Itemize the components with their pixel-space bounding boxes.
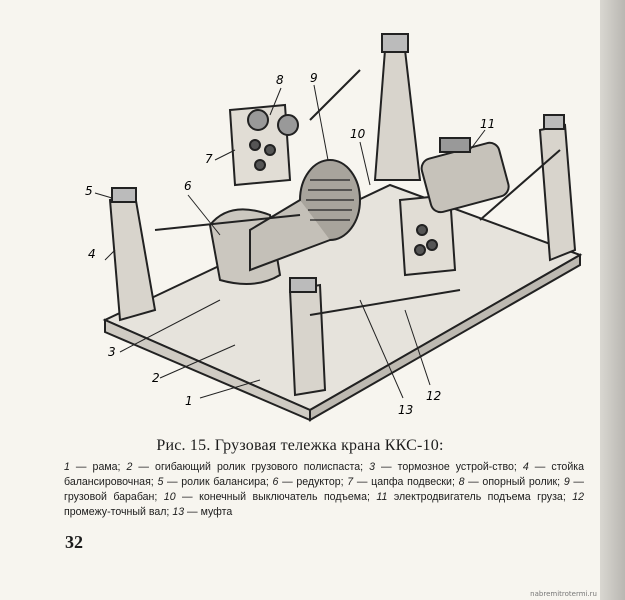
legend-item-text: — конечный выключатель подъема;: [175, 491, 377, 503]
legend-item: 4 — стойка балансировочная;: [64, 461, 584, 488]
legend-item: 5 — ролик балансира;: [157, 476, 272, 488]
legend-item-number: 2: [126, 461, 133, 473]
watermark: nabremitrotermi.ru: [530, 590, 597, 598]
callout-5: 5: [85, 184, 93, 198]
legend-item-number: 4: [522, 461, 529, 473]
callout-1: 1: [185, 394, 193, 408]
legend-item: 1 — рама;: [64, 461, 127, 473]
figure-caption-title: Рис. 15. Грузовая тележка крана ККС-10:: [156, 437, 444, 454]
legend-item-number: 3: [369, 461, 376, 473]
legend-item-text: — цапфа подвески;: [353, 476, 459, 488]
legend-item: 9 — грузовой барабан;: [64, 476, 584, 503]
legend-item-number: 13: [172, 506, 185, 518]
legend-item: 13 — муфта: [172, 506, 232, 518]
legend-item-number: 10: [163, 491, 176, 503]
legend-item: 11 электродвигатель подъема груза;: [376, 491, 572, 503]
legend-item-text: — муфта: [184, 506, 233, 518]
callout-12: 12: [426, 389, 441, 403]
legend-item: 10 — конечный выключатель подъема;: [164, 491, 377, 503]
page-edge: [600, 0, 625, 600]
legend-item: 6 — редуктор;: [273, 476, 348, 488]
legend-item-text: — грузовой барабан;: [64, 476, 584, 503]
legend-item: 7 — цапфа подвески;: [347, 476, 458, 488]
legend-item-text: — опорный ролик;: [464, 476, 564, 488]
callout-9: 9: [310, 71, 318, 85]
legend-item-text: — ролик балансира;: [163, 476, 273, 488]
legend-item-number: 5: [157, 476, 164, 488]
legend-item-text: — рама;: [69, 461, 127, 473]
legend-item-text: — тормозное устрой-ство;: [375, 461, 523, 473]
legend-item: 3 — тормозное устрой-ство;: [369, 461, 523, 473]
callout-8: 8: [276, 73, 284, 87]
legend-item-text: промежу-точный вал;: [64, 506, 173, 518]
legend-item-number: 1: [64, 461, 70, 473]
legend-item-text: — редуктор;: [278, 476, 348, 488]
callout-3: 3: [108, 345, 116, 359]
callout-2: 2: [152, 371, 160, 385]
legend-item-text: — огибающий ролик грузового полиспаста;: [132, 461, 370, 473]
figure-legend: 1 — рама; 2 — огибающий ролик грузового …: [64, 460, 584, 520]
legend-item: 8 — опорный ролик;: [459, 476, 564, 488]
callout-4: 4: [88, 247, 96, 261]
legend-item-number: 12: [572, 491, 585, 503]
callout-13: 13: [398, 403, 413, 417]
callout-10: 10: [350, 127, 366, 141]
callout-7: 7: [205, 152, 213, 166]
page-number: 32: [65, 532, 83, 552]
legend-item: 12 промежу-точный вал;: [64, 491, 584, 518]
trolley-drawing: 1 2 3 4 5 6 7 8 9 10 11 12 13: [85, 33, 583, 422]
legend-item-text: электродвигатель подъема груза;: [387, 491, 573, 503]
legend-item-text: — стойка балансировочная;: [64, 461, 584, 488]
callout-6: 6: [184, 179, 192, 193]
legend-item-number: 11: [376, 491, 388, 503]
callout-11: 11: [480, 117, 495, 131]
legend-item-number: 9: [563, 476, 570, 488]
legend-item-number: 8: [458, 476, 465, 488]
legend-item-number: 6: [272, 476, 279, 488]
legend-item: 2 — огибающий ролик грузового полиспаста…: [127, 461, 370, 473]
legend-item-number: 7: [347, 476, 354, 488]
